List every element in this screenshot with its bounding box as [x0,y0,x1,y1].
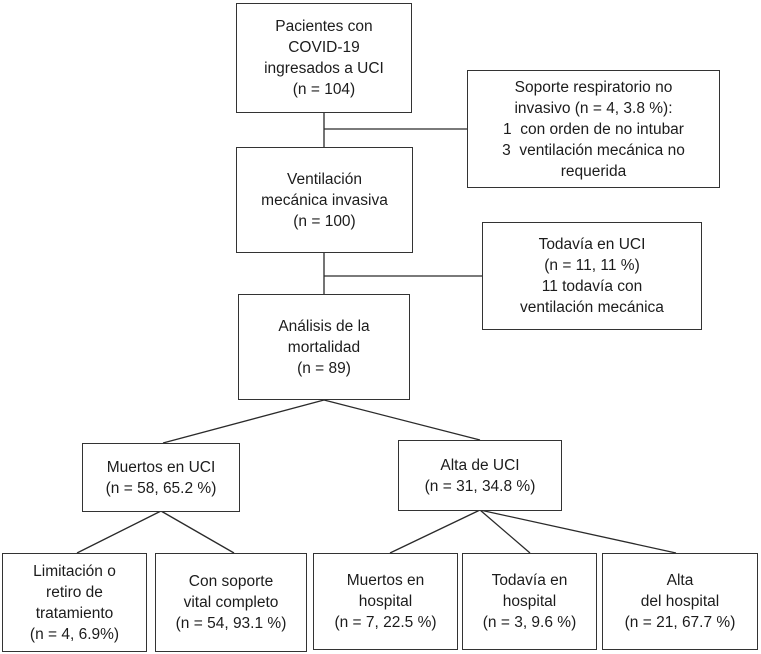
connector-alta-uci-todavia-hospital [479,509,531,554]
node-con-soporte-vital-completo: Con soporte vital completo (n = 54, 93.1… [155,553,307,652]
connector-alta-uci-muertos-hospital [389,509,481,554]
node-alta-de-uci: Alta de UCI (n = 31, 34.8 %) [398,440,562,511]
connector-analisis-alta-uci [323,399,481,441]
node-todavia-hospital-label: Todavía en hospital (n = 3, 9.6 %) [482,572,577,631]
node-ventilacion-mecanica-invasiva: Ventilación mecánica invasiva (n = 100) [236,147,413,253]
node-limitacion-label: Limitación o retiro de tratamiento (n = … [29,562,120,643]
node-analisis-mortalidad: Análisis de la mortalidad (n = 89) [238,294,410,400]
node-todavia-uci-label: Todavía en UCI (n = 11, 11 %) 11 todavía… [520,236,664,316]
node-alta-del-hospital: Alta del hospital (n = 21, 67.7 %) [602,553,758,650]
node-alta-hospital-label: Alta del hospital (n = 21, 67.7 %) [624,572,736,631]
node-pacientes-covid-uci: Pacientes con COVID-19 ingresados a UCI … [236,3,412,113]
connector-muertos-uci-soporte-vital [160,510,235,554]
node-pacientes-label: Pacientes con COVID-19 ingresados a UCI … [264,18,384,98]
node-muertos-hospital-label: Muertos en hospital (n = 7, 22.5 %) [334,572,437,631]
connector-muertos-uci-limitacion [76,510,162,554]
node-analisis-label: Análisis de la mortalidad (n = 89) [278,317,370,377]
node-muertos-en-hospital: Muertos en hospital (n = 7, 22.5 %) [313,553,458,650]
node-alta-uci-label: Alta de UCI (n = 31, 34.8 %) [424,456,536,495]
node-todavia-en-hospital: Todavía en hospital (n = 3, 9.6 %) [462,553,597,650]
node-soporte-respiratorio-no-invasivo: Soporte respiratorio no invasivo (n = 4,… [467,70,720,188]
node-limitacion-retiro-tratamiento: Limitación o retiro de tratamiento (n = … [2,553,147,652]
connector-alta-uci-alta-hospital [479,509,677,554]
node-soporte-vital-label: Con soporte vital completo (n = 54, 93.1… [175,573,287,632]
connector-analisis-muertos-uci [162,399,325,444]
node-soporte-respiratorio-label: Soporte respiratorio no invasivo (n = 4,… [502,78,685,180]
node-muertos-en-uci: Muertos en UCI (n = 58, 65.2 %) [82,443,240,512]
node-todavia-en-uci: Todavía en UCI (n = 11, 11 %) 11 todavía… [482,222,702,330]
node-muertos-uci-label: Muertos en UCI (n = 58, 65.2 %) [105,458,217,497]
node-ventilacion-label: Ventilación mecánica invasiva (n = 100) [261,170,388,230]
